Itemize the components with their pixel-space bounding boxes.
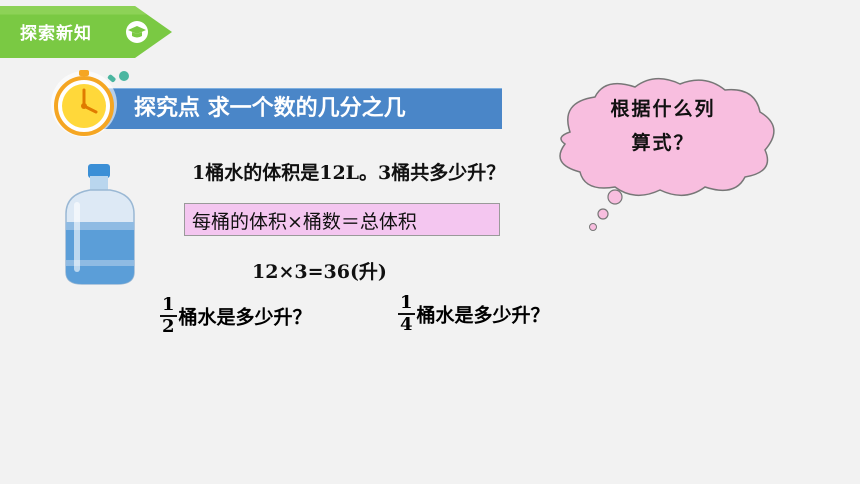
thought-cloud [559, 78, 775, 231]
fraction-half: 1 2 [160, 295, 177, 337]
fraction-numerator: 1 [160, 294, 177, 317]
fraction-denominator: 2 [162, 316, 175, 337]
tab-label: 探索新知 [20, 24, 92, 44]
section-banner [98, 88, 502, 129]
formula-text: 每桶的体积×桶数＝总体积 [192, 211, 417, 233]
question-1: 1桶水的体积是12L。3桶共多少升？ [192, 162, 506, 184]
question-3-text: 桶水是多少升？ [416, 304, 550, 327]
question-3: 1 4 桶水是多少升？ [398, 293, 550, 335]
water-bottle-icon [65, 164, 135, 285]
fraction-numerator: 1 [398, 292, 415, 315]
fraction-quarter: 1 4 [398, 293, 415, 335]
banner-title: 探究点 求一个数的几分之几 [134, 96, 406, 121]
cloud-text-line2: 算式？ [631, 132, 695, 154]
graduation-cap-icon [126, 21, 148, 43]
formula-box [184, 203, 500, 236]
stopwatch-icon [51, 70, 129, 137]
section-tab [0, 6, 172, 58]
calculation: 12×3=36(升) [252, 261, 387, 283]
fraction-denominator: 4 [400, 314, 413, 335]
question-2: 1 2 桶水是多少升？ [160, 295, 312, 337]
question-2-text: 桶水是多少升？ [178, 306, 312, 329]
cloud-text-line1: 根据什么列 [610, 98, 716, 120]
